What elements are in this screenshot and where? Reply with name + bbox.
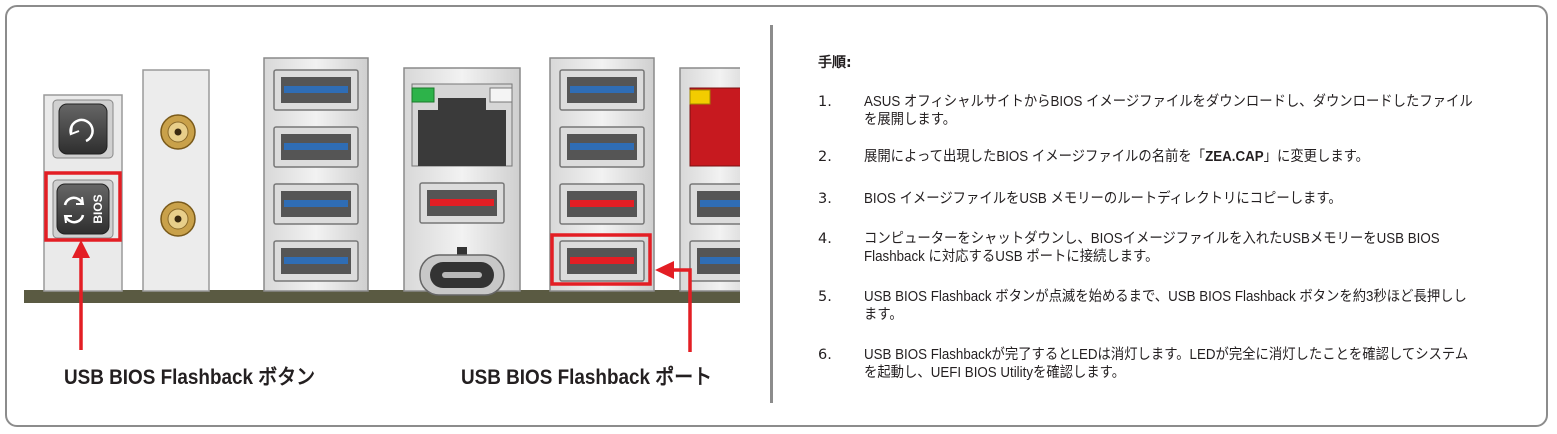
step-number: 5. <box>818 289 832 305</box>
usb-port-blue <box>689 240 740 282</box>
rear-io-illustration: BIOS <box>24 57 740 352</box>
usb-stack-1 <box>263 57 369 292</box>
lan-led-white <box>489 87 513 103</box>
usb-port-blue <box>273 126 359 168</box>
antenna-connectors <box>142 69 210 292</box>
button-arrow <box>72 240 90 350</box>
button-caption: USB BIOS Flashback ボタン <box>64 366 316 389</box>
usb-port-blue <box>273 69 359 111</box>
step-text: 展開によって出現したBIOS イメージファイルの名前を「ZEA.CAP」に変更し… <box>864 148 1476 166</box>
usb-port-blue <box>559 69 645 111</box>
lan-port <box>418 98 506 166</box>
step-text-pre: 展開によって出現したBIOS イメージファイルの名前を「 <box>864 149 1206 165</box>
step-number: 6. <box>818 347 832 363</box>
lan-led-green <box>411 87 435 103</box>
usb-port-blue <box>273 240 359 282</box>
step-number: 4. <box>818 231 832 247</box>
pcb-edge <box>24 290 740 303</box>
usb-port-blue <box>689 183 740 225</box>
step-text-post: 」に変更します。 <box>1263 149 1370 165</box>
step-number: 1. <box>818 94 832 110</box>
step-text: USB BIOS Flashback ボタンが点滅を始めるまで、USB BIOS… <box>864 289 1467 323</box>
flashback-button-housing: BIOS <box>43 94 123 292</box>
port-highlight-box <box>550 233 652 286</box>
bios-button-text: BIOS <box>91 194 105 223</box>
page-frame <box>5 5 1548 427</box>
step-text: USB BIOS Flashbackが完了するとLEDは消灯します。LEDが完全… <box>864 347 1469 381</box>
button-highlight-box <box>44 171 122 242</box>
step-number: 2. <box>818 149 832 165</box>
divider <box>770 25 773 403</box>
lan-usb-c-stack <box>403 67 521 296</box>
steps-title: 手順: <box>818 55 852 71</box>
refresh-icon <box>63 196 85 224</box>
filename-bold: ZEA.CAP <box>1205 149 1264 165</box>
usb-lan-stack-4 <box>679 67 740 292</box>
step-text: ASUS オフィシャルサイトからBIOS イメージファイルをダウンロードし、ダウ… <box>864 94 1473 128</box>
step-text: BIOS イメージファイルをUSB メモリーのルートディレクトリにコピーします。 <box>864 191 1342 207</box>
usb-bios-flashback-port <box>559 240 645 282</box>
port-arrow <box>655 261 692 352</box>
usb-port-blue <box>559 126 645 168</box>
clear-cmos-icon <box>69 118 94 143</box>
usb-port-blue <box>273 183 359 225</box>
usb-port-red <box>419 182 505 224</box>
step-text: コンピューターをシャットダウンし、BIOSイメージファイルを入れたUSBメモリー… <box>864 231 1440 265</box>
step-number: 3. <box>818 191 832 207</box>
port-caption: USB BIOS Flashback ポート <box>461 366 713 389</box>
usb-port-red <box>559 183 645 225</box>
usb-stack-3 <box>549 57 655 292</box>
